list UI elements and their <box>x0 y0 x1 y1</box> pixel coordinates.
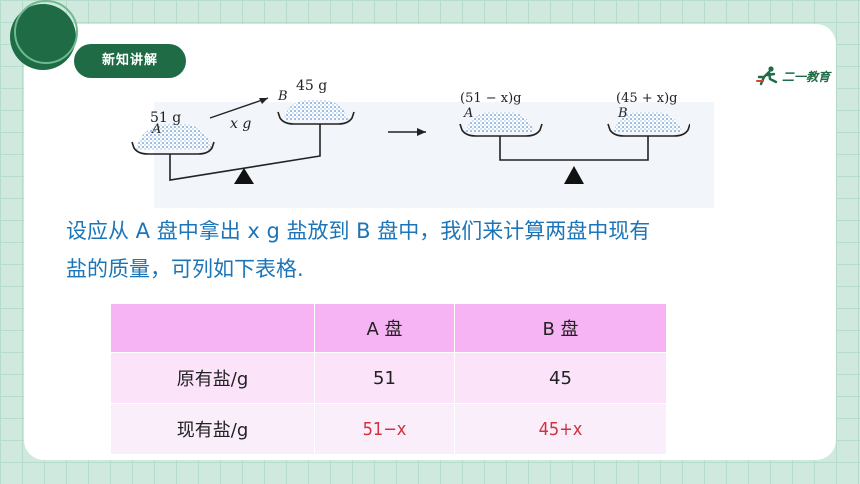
pan-a <box>131 141 215 155</box>
mass-a-left: 51 g <box>150 110 181 126</box>
row-label: 原有盐/g <box>110 352 315 404</box>
left-balance: A 51 g B 45 g x g <box>131 78 355 184</box>
beam-left <box>169 124 321 181</box>
row-label: 现有盐/g <box>110 403 315 455</box>
pan-a-right <box>459 123 543 137</box>
label-b-left: B <box>277 89 288 104</box>
pan-b-right <box>607 123 690 137</box>
label-a-left: A <box>151 122 161 137</box>
salt-pile-a-right <box>466 111 534 132</box>
salt-pile-b-right <box>614 111 682 132</box>
transfer-arrow <box>209 97 269 119</box>
logo-text: 二一教育 <box>782 69 831 84</box>
salt-table: A 盘 B 盘 原有盐/g 51 45 现有盐/g 51−x 45+x <box>110 303 667 455</box>
problem-text: 设应从 A 盘中拿出 x g 盐放到 B 盘中，我们来计算两盘中现有 盐的质量，… <box>66 212 786 288</box>
balance-diagram: A 51 g B 45 g x g (51 − x)g A (45 + x)g … <box>131 78 690 184</box>
fulcrum-left <box>234 168 254 184</box>
mass-a-right: (51 − x)g <box>460 91 522 106</box>
fulcrum-right <box>564 166 584 184</box>
cell-b-answer: 45+x <box>454 403 667 455</box>
problem-line-2: 盐的质量，可列如下表格. <box>66 257 304 281</box>
transfer-label: x g <box>230 116 251 132</box>
label-b-right: B <box>617 106 628 121</box>
beam-right <box>499 136 649 161</box>
mass-b-left: 45 g <box>296 78 327 94</box>
table-header-row: A 盘 B 盘 <box>110 303 667 353</box>
label-a-right: A <box>463 106 473 121</box>
runner-icon <box>756 66 778 86</box>
cell-a-answer: 51−x <box>314 403 455 455</box>
table-header-cell: A 盘 <box>314 303 455 353</box>
pan-b <box>277 111 355 125</box>
section-tag: 新知讲解 <box>74 44 186 78</box>
table-row: 现有盐/g 51−x 45+x <box>110 403 667 455</box>
salt-pile-b <box>284 99 348 120</box>
mass-b-right: (45 + x)g <box>616 91 678 106</box>
problem-line-1: 设应从 A 盘中拿出 x g 盐放到 B 盘中，我们来计算两盘中现有 <box>66 219 651 243</box>
cell-a: 51 <box>314 352 455 404</box>
brand-logo: 二一教育 <box>756 64 830 88</box>
table-row: 原有盐/g 51 45 <box>110 352 667 404</box>
decorative-ring <box>14 0 78 64</box>
table-header-cell <box>110 303 315 353</box>
table-header-cell: B 盘 <box>454 303 667 353</box>
salt-pile-a <box>136 123 212 150</box>
right-balance: (51 − x)g A (45 + x)g B <box>459 91 690 184</box>
cell-b: 45 <box>454 352 667 404</box>
